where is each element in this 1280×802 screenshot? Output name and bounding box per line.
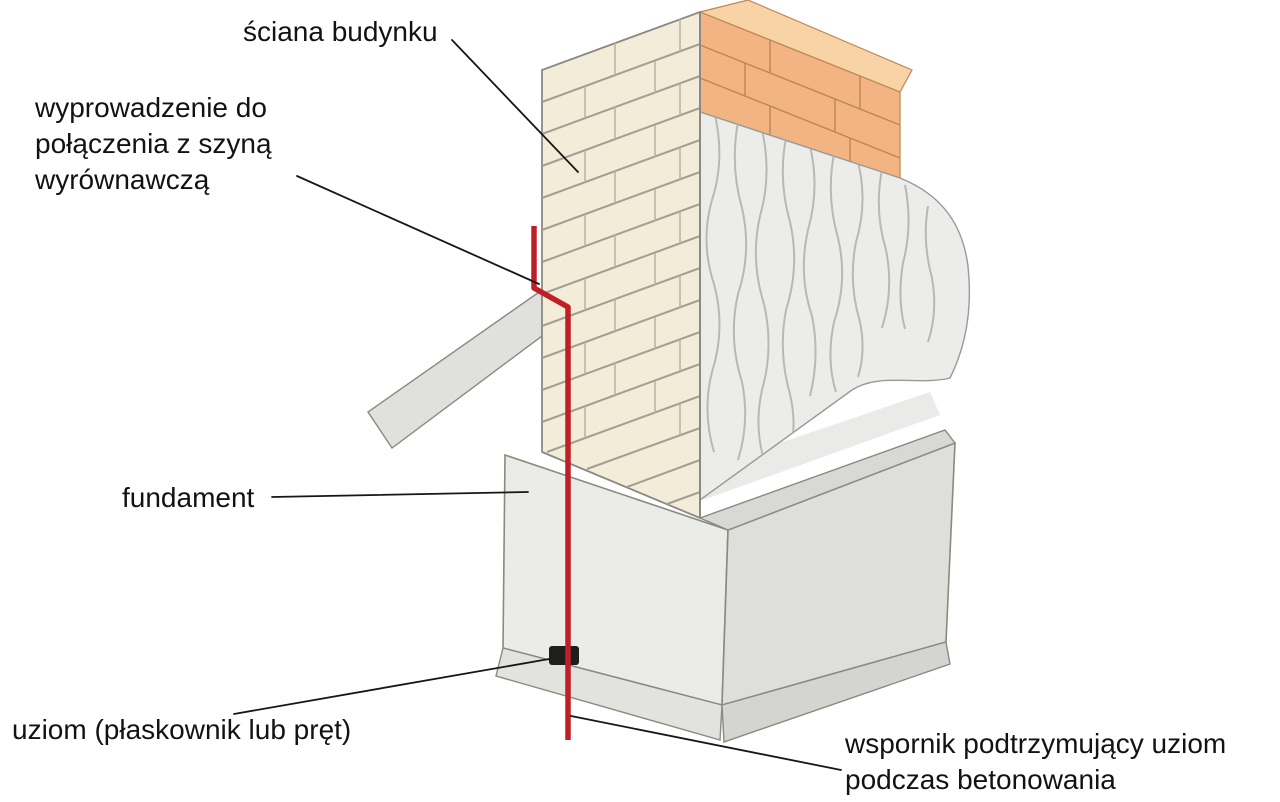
foundation-plinth-right [721, 641, 951, 743]
foundation-ledge-right [698, 429, 957, 531]
plaster-texture-strokes [705, 114, 936, 461]
plaster-area [699, 111, 971, 502]
leader-lines [233, 39, 842, 771]
brick-right-joints [699, 40, 901, 172]
leader-line-lead-out [296, 175, 540, 285]
leader-line-support-bracket [570, 715, 842, 771]
label-support-bracket: wspornik podtrzymujący uziom podczas bet… [845, 728, 1227, 795]
foundation-plinth-front [495, 647, 723, 741]
leader-line-foundation [271, 491, 529, 498]
brick-course-lines [541, 43, 701, 505]
foundation-ledge-left [367, 288, 543, 450]
earthing-conductor [531, 226, 571, 740]
plaster-shadow-wash [700, 392, 940, 500]
label-foundation: fundament [122, 482, 255, 513]
label-lead-out: wyprowadzenie do połączenia z szyną wyró… [35, 92, 272, 195]
leader-line-earth-electrode [233, 658, 550, 715]
label-wall: ściana budynku [243, 16, 438, 47]
building-corner-drawing [367, 0, 971, 743]
brick-vertical-joints [584, 19, 681, 438]
label-earth-electrode: uziom (płaskownik lub pręt) [12, 714, 352, 745]
earth-electrode-cross-section [549, 646, 579, 665]
leader-line-wall [451, 39, 579, 173]
